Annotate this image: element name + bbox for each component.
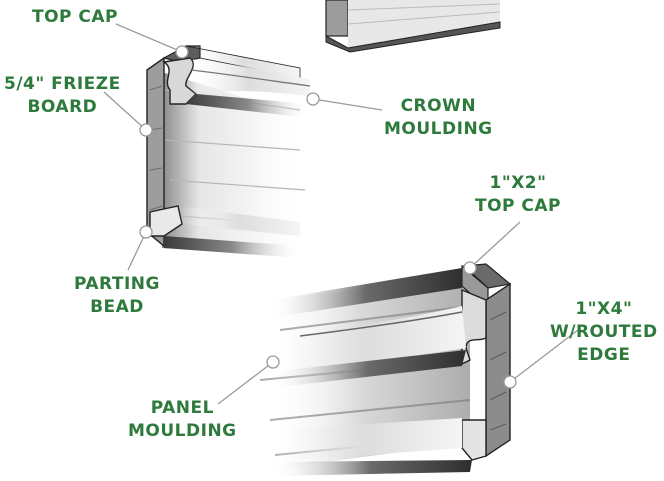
label-crown-moulding: CROWN MOULDING: [384, 96, 493, 139]
label-frieze-board: 5/4" FRIEZE BOARD: [4, 74, 121, 117]
upper-board-fragment: [325, 0, 501, 53]
crown-moulding-marker: [306, 92, 320, 106]
label-routed-edge-1x4: 1"X4" W/ROUTED EDGE: [550, 299, 658, 365]
panel-moulding-marker: [266, 355, 280, 369]
leader-lines: [103, 23, 579, 405]
cornice-assembly: [146, 45, 311, 258]
frieze-board-marker: [139, 123, 153, 137]
top-cap-marker: [175, 45, 189, 59]
label-top-cap: TOP CAP: [32, 7, 119, 27]
label-panel-moulding: PANEL MOULDING: [128, 398, 237, 441]
label-parting-bead: PARTING BEAD: [74, 274, 160, 317]
top-cap-1x2-marker: [463, 261, 477, 275]
routed-edge-marker: [503, 375, 517, 389]
parting-bead-marker: [139, 225, 153, 239]
panel-assembly: [259, 263, 512, 476]
label-top-cap-1x2: 1"X2" TOP CAP: [475, 173, 562, 216]
